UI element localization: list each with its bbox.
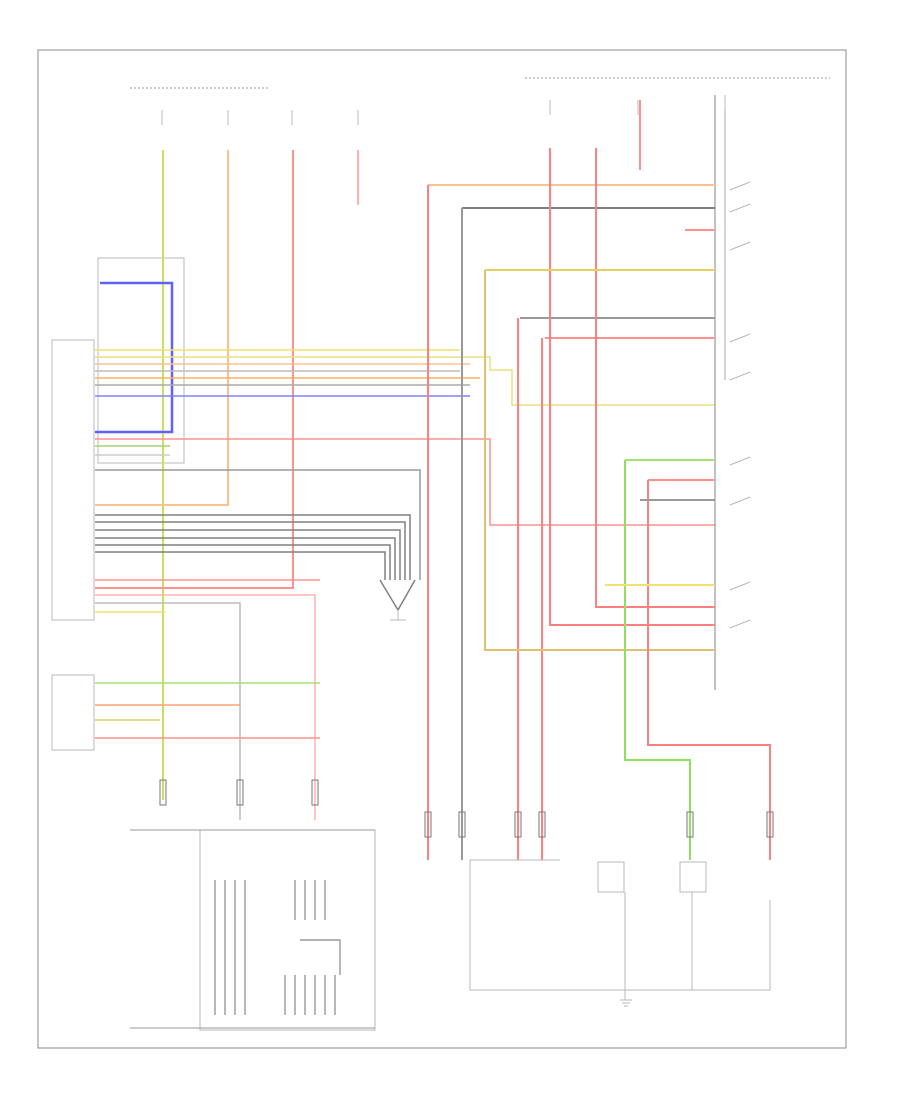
connector-markers xyxy=(159,779,774,838)
top-power-bus xyxy=(130,77,830,89)
ground-symbol-bottom xyxy=(620,999,632,1007)
connector-box-upper xyxy=(97,257,185,464)
bottom-right-switches xyxy=(469,859,771,1000)
control-module-box xyxy=(51,339,95,621)
signal-bundle xyxy=(95,349,715,580)
ground-bundle xyxy=(95,514,416,612)
lower-wires xyxy=(95,579,320,820)
diagram-frame xyxy=(37,49,847,1049)
wire-red xyxy=(95,150,294,589)
right-switches xyxy=(729,181,751,629)
fuse-symbols xyxy=(161,95,726,125)
wire-orange xyxy=(95,150,229,506)
switch-assembly-box xyxy=(199,829,376,1031)
switch-assembly-contacts xyxy=(214,880,341,1015)
ground-symbol xyxy=(390,610,406,621)
long-wires xyxy=(427,100,771,860)
fuse-wires xyxy=(95,150,359,800)
sensor-module-box xyxy=(51,674,95,751)
